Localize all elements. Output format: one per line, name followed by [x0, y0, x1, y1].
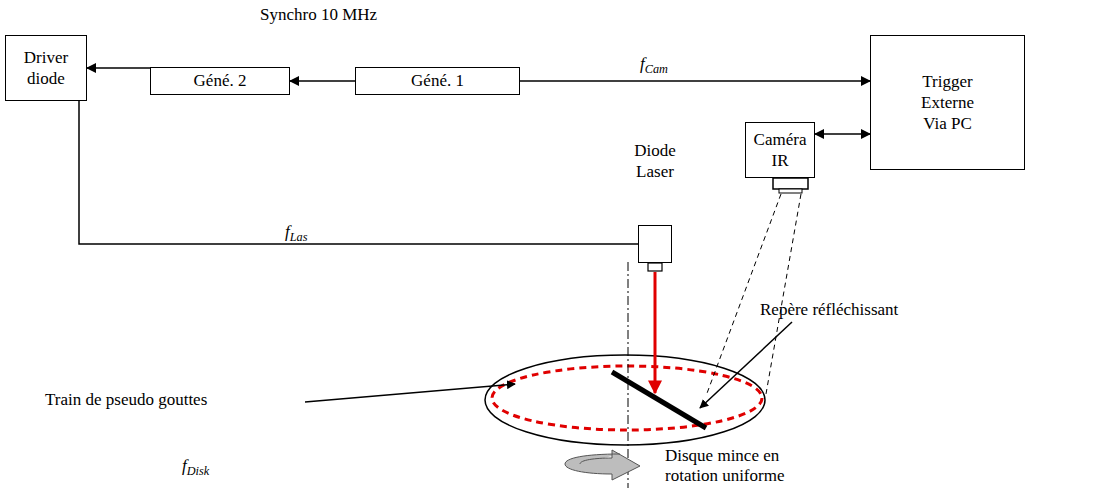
laser-beam [654, 272, 657, 393]
box-text: Trigger Externe Via PC [912, 71, 984, 135]
laser-lens [648, 263, 662, 271]
rotation-arrow [565, 450, 640, 480]
block-box: Driver diode [5, 35, 87, 101]
signal-connector [520, 80, 870, 82]
box-text: Caméra IR [751, 129, 809, 172]
annotation-label: Repère réfléchissant [760, 300, 898, 320]
box-text: Driver diode [11, 47, 81, 90]
reflective-marker [612, 372, 706, 428]
camera-lens [773, 178, 808, 189]
leader-arrow [700, 322, 792, 408]
edge-label: fCam [640, 54, 668, 76]
signal-connector [815, 133, 870, 135]
camera-lens-ring [779, 189, 802, 193]
signal-connector [87, 67, 150, 69]
block-box: Trigger Externe Via PC [870, 35, 1025, 170]
box-text: Diode Laser [620, 140, 690, 183]
laser-diode: Diode Laser [615, 140, 695, 265]
block-box: Géné. 1 [355, 67, 520, 95]
box-text: Géné. 1 [411, 70, 464, 91]
droplet-train [492, 366, 762, 430]
block-box: Caméra IR [745, 122, 815, 178]
rotation-axis [628, 262, 629, 488]
annotation-label: Train de pseudo gouttes [45, 390, 207, 410]
annotation-label: Disque mince en rotation uniforme [665, 446, 805, 485]
leader-arrow [305, 384, 515, 402]
block-box: Géné. 2 [150, 67, 290, 95]
signal-connector [79, 101, 638, 244]
camera-view-line [706, 194, 781, 396]
laser-body [638, 225, 672, 263]
edge-label: Synchro 10 MHz [260, 5, 377, 25]
annotation-label: fDisk [182, 456, 209, 478]
camera-view-line [766, 194, 801, 394]
signal-connector [290, 80, 355, 82]
thin-disk [485, 355, 765, 445]
box-text: Géné. 2 [194, 70, 247, 91]
edge-label: fLas [285, 222, 307, 244]
